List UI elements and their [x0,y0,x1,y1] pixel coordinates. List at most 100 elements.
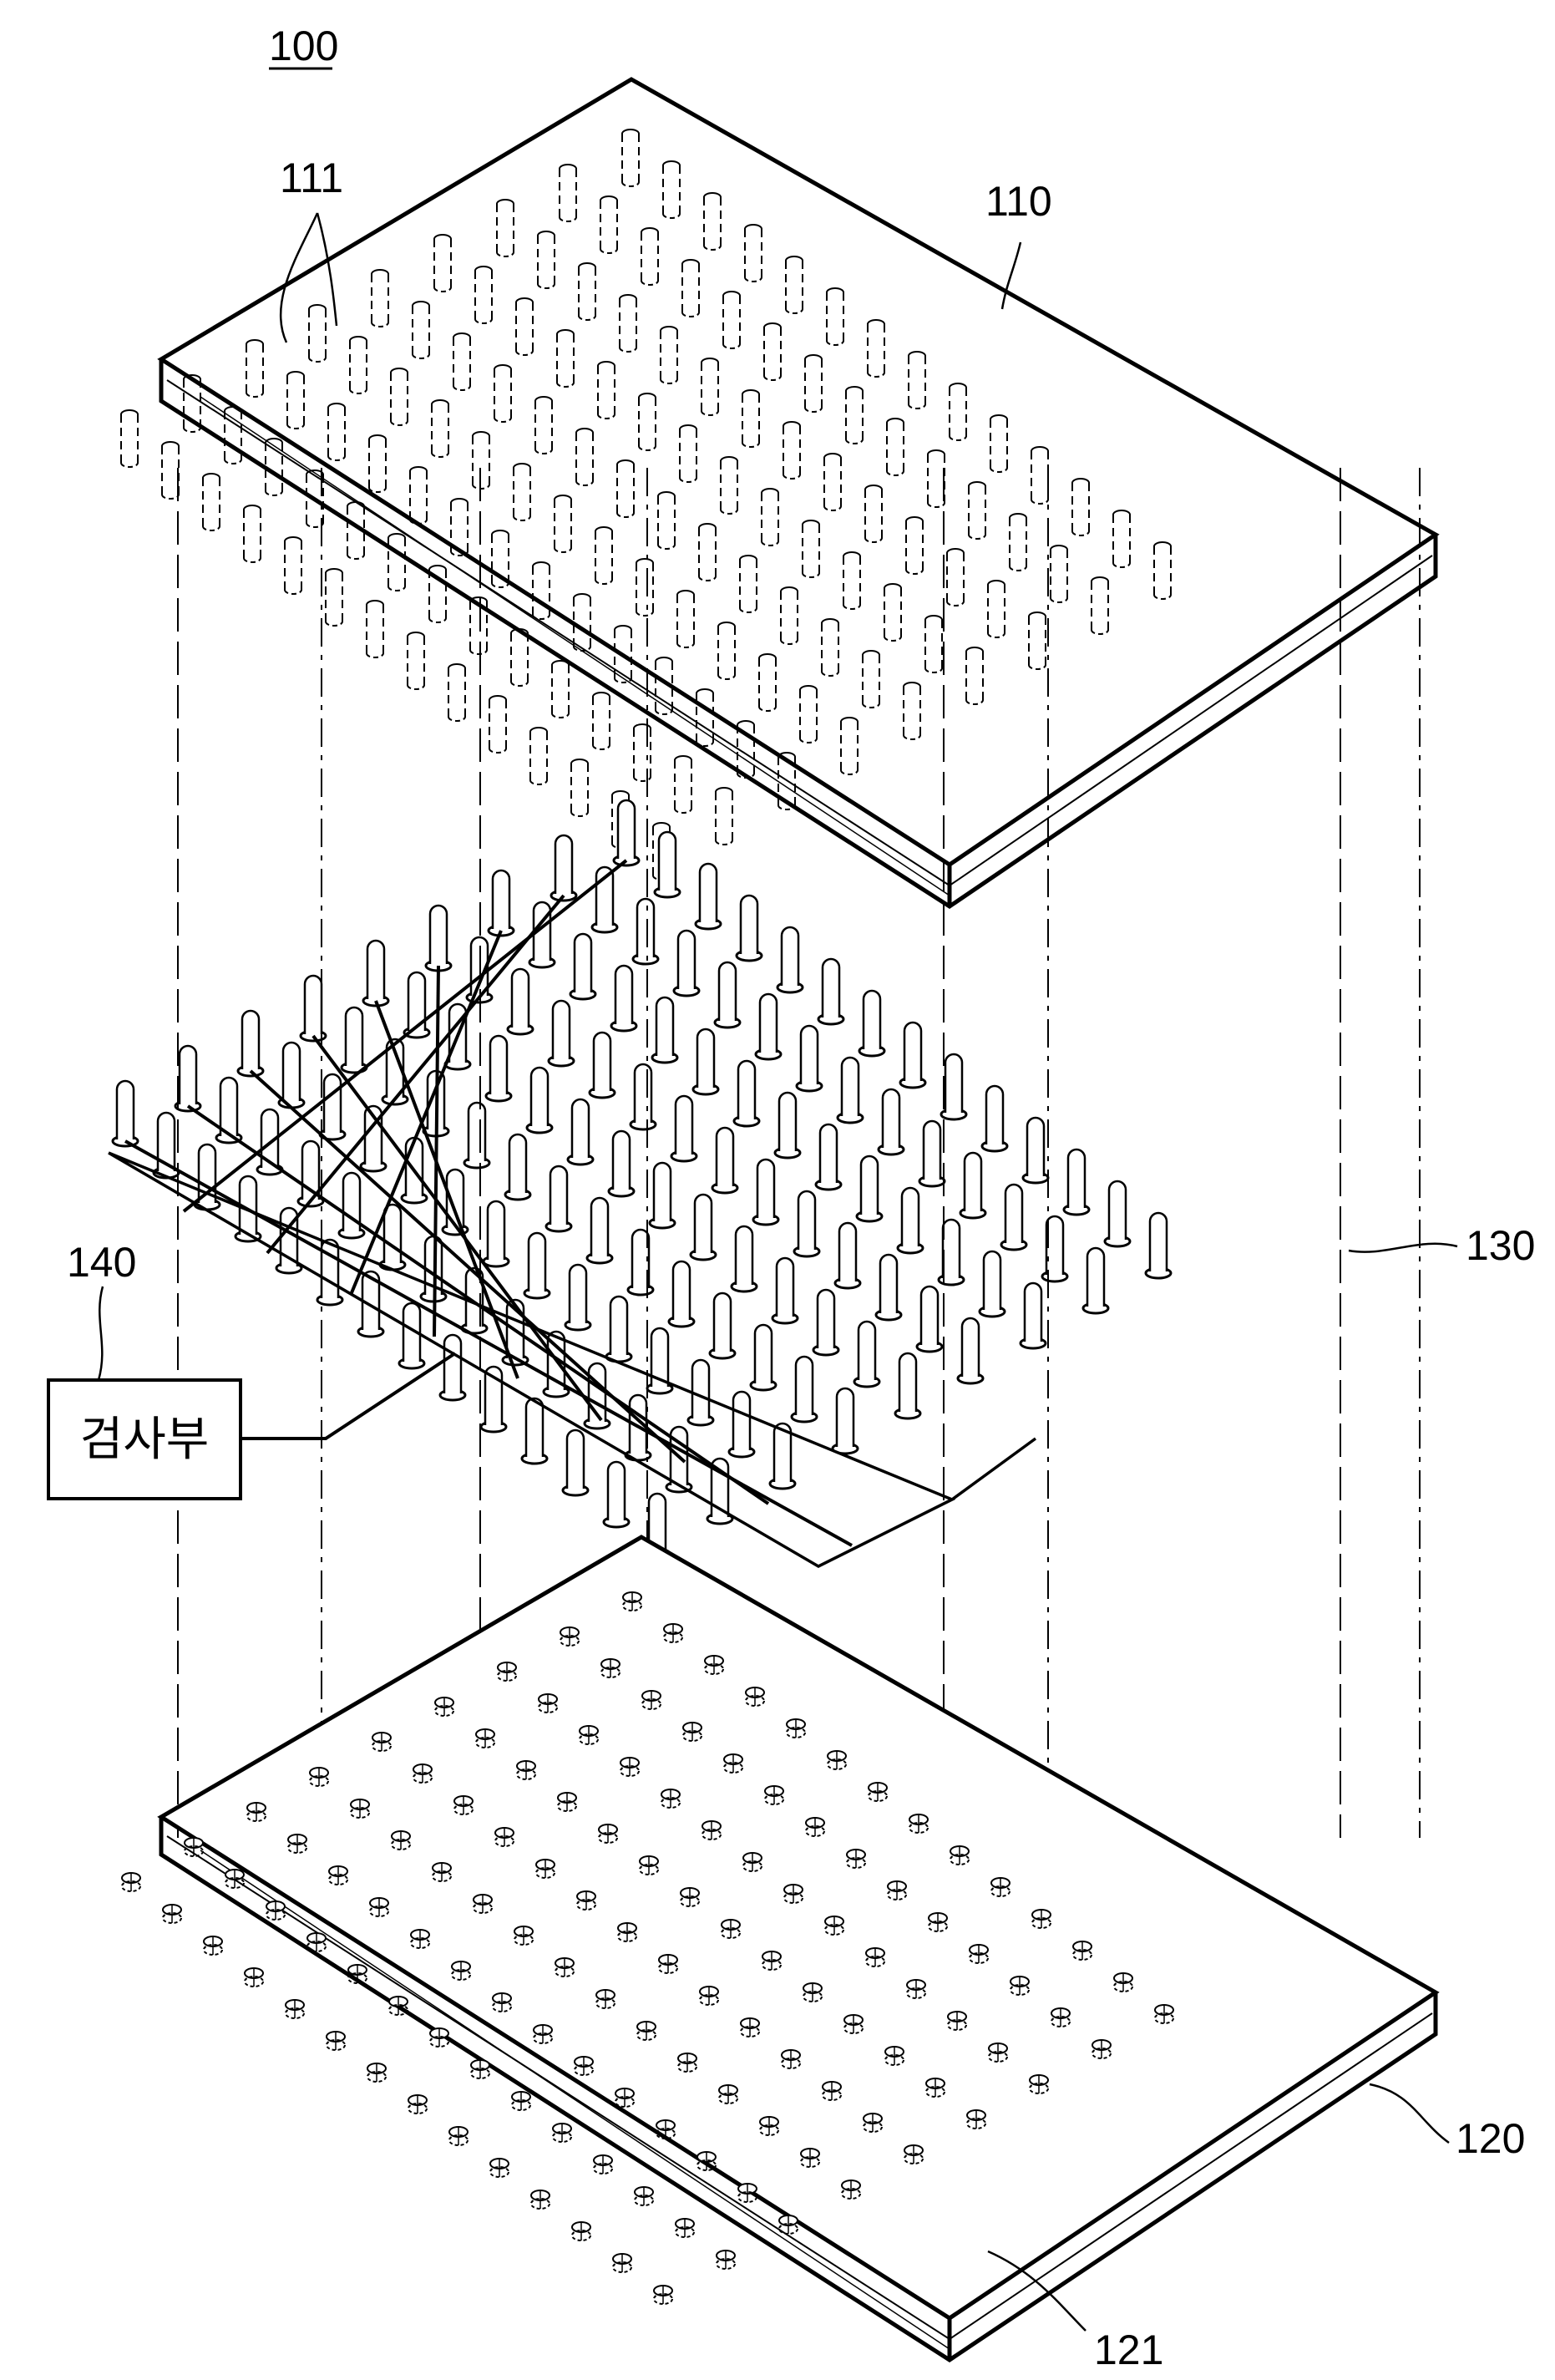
lower-hole [408,2094,428,2114]
leader-lines [97,212,1458,2332]
lower-hole [906,1979,926,1999]
upper-hole [532,561,550,620]
lower-hole [432,1862,452,1882]
upper-hole [638,393,656,451]
pin [646,1327,674,1395]
pin [381,1038,409,1106]
upper-hole [551,660,570,718]
lower-hole [822,2081,842,2101]
pin [296,1139,325,1208]
upper-hole [785,256,803,314]
pin [749,1323,778,1392]
pin [564,1263,592,1332]
lower-hole [533,2024,553,2044]
upper-hole [515,297,534,356]
lower-hole [350,1799,370,1819]
upper-hole [657,491,676,550]
upper-hole [327,403,346,461]
lower-hole [429,2027,449,2048]
upper-hole [183,374,201,433]
lower-hole [615,2088,635,2108]
upper-hole [968,481,986,540]
lower-hole [574,2056,594,2076]
pin [817,957,845,1026]
lower-hole [494,1827,514,1847]
inspection-unit-text: 검사부 [80,1413,210,1467]
pin [569,932,597,1001]
pin [523,1231,551,1300]
pin [362,939,390,1007]
pin [874,1253,903,1322]
lower-hole [947,2011,967,2031]
lower-hole [742,1852,762,1872]
pin [550,834,578,902]
label-140: 140 [67,1239,136,1286]
lower-hole [704,1655,724,1675]
upper-hole [722,291,741,349]
upper-hole [949,383,967,441]
pin [566,1098,595,1166]
upper-hole [867,319,885,378]
lower-hole [347,1964,367,1984]
lower-hole [990,1877,1010,1897]
lower-hole [696,2151,717,2171]
upper-hole [371,269,389,327]
lower-hole [511,2091,531,2111]
pin [545,1165,573,1233]
pin [727,1390,756,1459]
upper-plate-holes [120,129,1172,880]
lower-hole [925,2078,945,2098]
upper-hole [862,650,880,708]
upper-hole [799,685,818,743]
upper-hole [758,653,777,712]
lower-hole [1092,2039,1112,2059]
lower-hole [538,1693,558,1713]
lower-hole [680,1887,700,1907]
upper-hole [717,622,736,680]
lower-hole [579,1725,599,1745]
pin [215,1076,243,1144]
upper-hole [1071,478,1090,536]
pin [607,1129,636,1198]
lower-hole [121,1872,141,1892]
lower-hole [413,1763,433,1784]
lower-hole [451,1961,471,1981]
pin [588,1031,616,1099]
pin [651,996,679,1064]
lower-hole [557,1792,577,1812]
lower-hole [560,1626,580,1647]
pin [793,1190,821,1258]
lower-hole [663,1623,683,1643]
upper-hole [366,600,384,658]
pin [479,1365,508,1434]
lower-hole [410,1929,430,1949]
pin [1021,1116,1050,1185]
pin [340,1006,368,1074]
upper-hole [469,596,488,655]
pin [1041,1215,1069,1283]
pin [629,1063,657,1131]
pin [525,1066,554,1134]
lower-hole [1072,1941,1092,1961]
pin [956,1317,985,1385]
pin [689,1193,717,1261]
lower-hole [475,1728,495,1748]
upper-hole [559,164,577,222]
pin [918,1119,946,1188]
upper-hole [886,418,904,476]
lower-hole [530,2190,550,2210]
lower-hole [1031,1909,1051,1929]
pin [732,1059,761,1128]
lower-hole [950,1845,970,1865]
lower-hole [909,1814,929,1834]
lower-hole [203,1936,223,1956]
lead-wire [186,1104,770,1505]
pin [899,1021,927,1089]
lower-hole [620,1757,640,1777]
lower-hole [1029,2074,1049,2094]
inspection-unit: 검사부 [47,1352,457,1500]
pin [1103,1180,1132,1248]
label-111: 111 [280,155,343,201]
pin [318,1073,347,1141]
pin [1081,1246,1110,1315]
